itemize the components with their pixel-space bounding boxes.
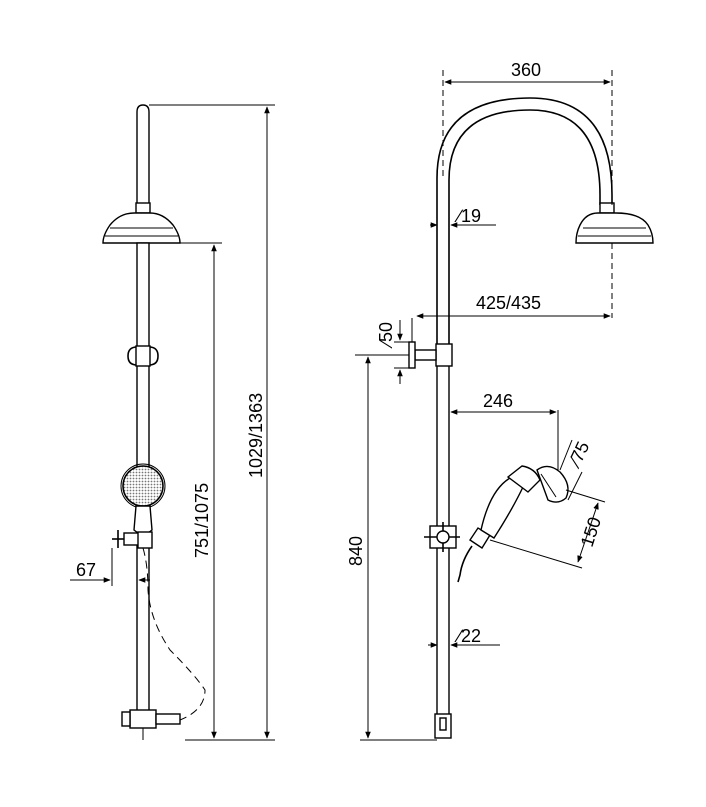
label-total-height: 1029/1363 — [246, 393, 266, 478]
side-hose — [457, 545, 473, 583]
side-hand-shower — [469, 465, 569, 549]
label-hand-shower-length: 150 — [577, 514, 605, 549]
label-pipe-diameter-upper: ∕19 — [454, 206, 481, 226]
front-hose — [142, 547, 206, 721]
front-bottom-fitting — [121, 709, 181, 740]
side-shower-head — [575, 202, 654, 244]
side-cross-valve — [424, 522, 460, 552]
front-slider-ring — [127, 346, 159, 366]
front-riser-top — [136, 104, 150, 210]
front-cross-valve — [112, 530, 153, 549]
front-hand-shower-face — [122, 465, 164, 507]
dim-line-hand-shower-length — [577, 502, 599, 563]
label-bracket-height: 840 — [346, 536, 366, 566]
front-hand-shower-handle — [133, 505, 153, 535]
label-bracket-diameter: ∕50 — [376, 322, 396, 349]
label-head-height: 751/1075 — [192, 483, 212, 558]
label-wall-distance: 425/435 — [476, 293, 541, 313]
label-hand-shower-diameter: ∕75 — [564, 438, 594, 471]
label-pipe-diameter-lower: ∕22 — [454, 626, 481, 646]
label-tap-offset: 67 — [76, 560, 96, 580]
front-view: 1029/1363 751/1075 67 — [70, 104, 275, 741]
side-view: 360 ∕19 425/435 ∕50 246 ∕75 150 840 — [346, 60, 654, 741]
front-head-connector — [135, 202, 151, 214]
label-arm-reach: 360 — [511, 60, 541, 80]
label-hand-shower-reach: 246 — [483, 391, 513, 411]
side-wall-bracket — [408, 341, 453, 369]
